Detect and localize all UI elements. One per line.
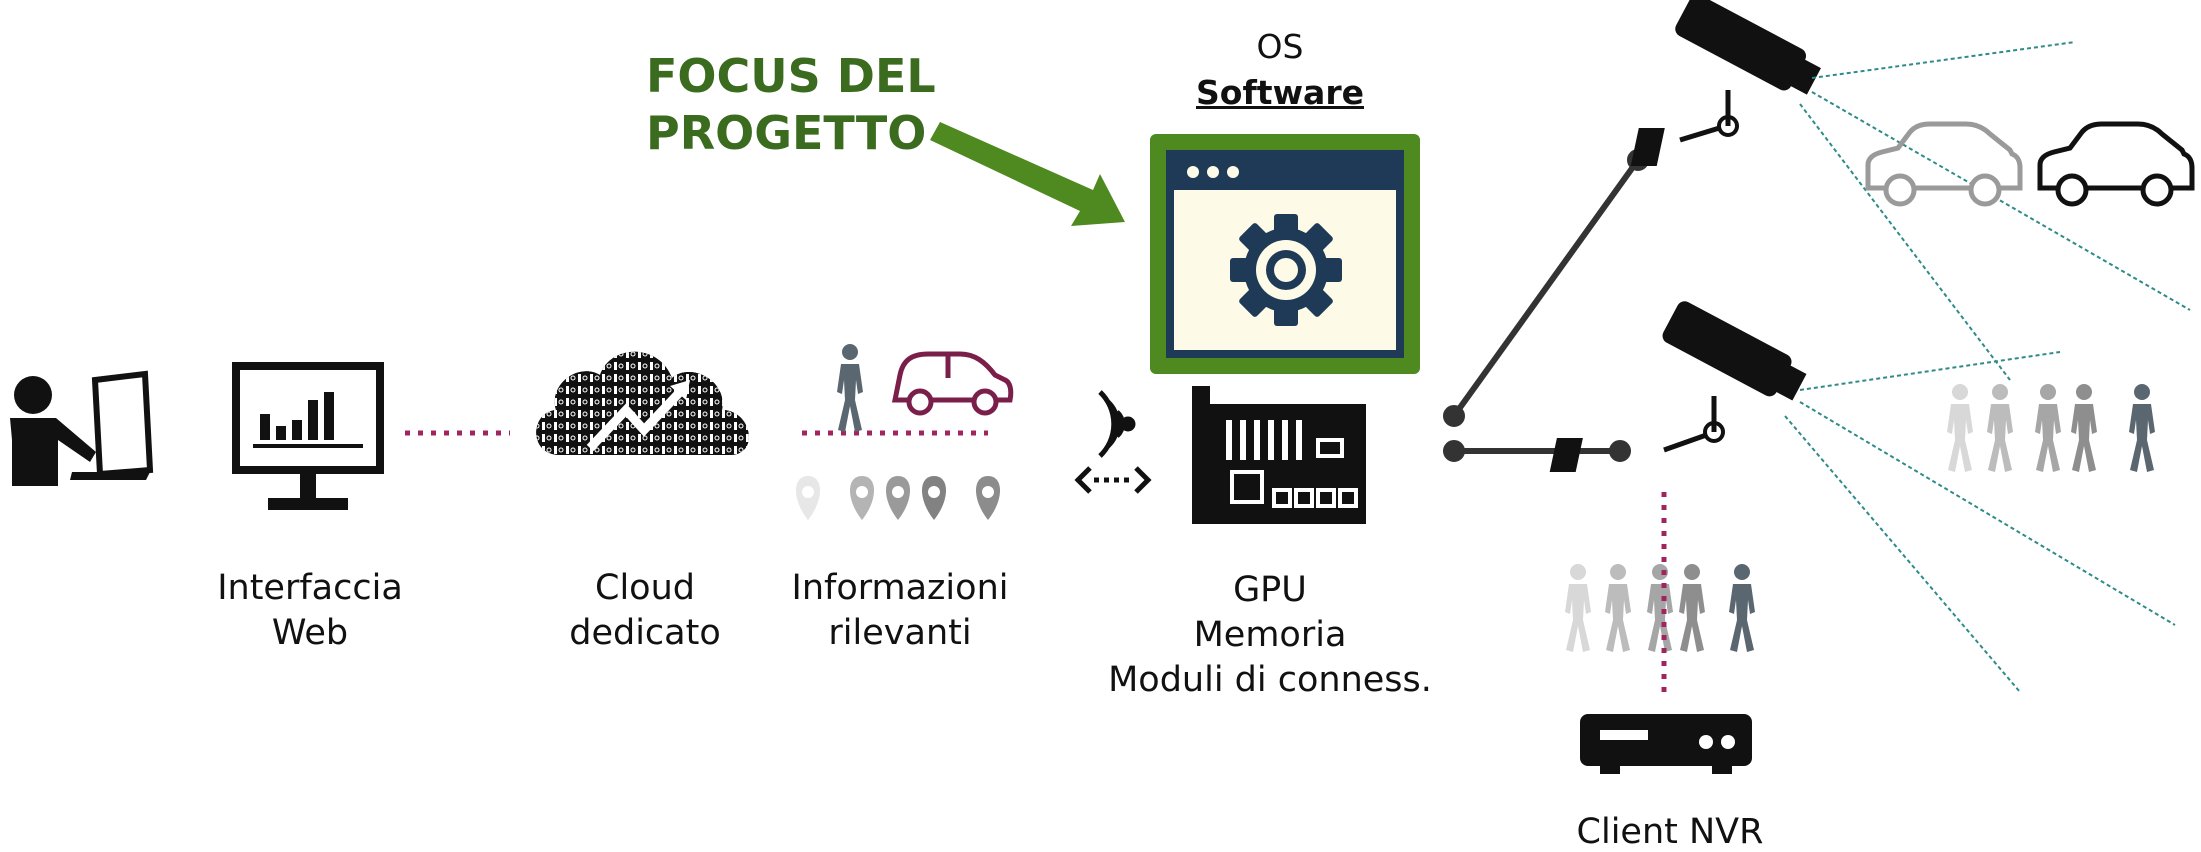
- wireless-transfer-icon: [1074, 390, 1152, 494]
- walking-crowd-icon: [1565, 564, 1755, 652]
- label-line: Informazioni: [791, 568, 1009, 608]
- cctv-camera-icon: [1630, 0, 1821, 166]
- focus-line-1: FOCUS DEL: [646, 49, 936, 103]
- software-text: Software: [1196, 73, 1364, 112]
- label-line: Web: [271, 613, 349, 653]
- walking-crowd-icon: [1947, 384, 2155, 472]
- camera-view-lines: [1784, 41, 2191, 693]
- software-window-gear-icon: [1150, 134, 1420, 374]
- label-hardware: GPU Memoria Moduli di conness.: [1090, 568, 1450, 703]
- car-icon: [891, 351, 1014, 416]
- user-at-computer-icon: [10, 370, 154, 486]
- label-interfaccia-web: Interfaccia Web: [190, 566, 430, 656]
- car-icon: [1865, 121, 2023, 207]
- focus-label: FOCUS DEL PROGETTO: [646, 48, 936, 162]
- os-label: OS Software: [1180, 24, 1380, 116]
- os-text: OS: [1256, 27, 1304, 66]
- cctv-camera-icon: [1549, 301, 1807, 472]
- car-icon: [2037, 121, 2195, 207]
- focus-arrow: [930, 122, 1125, 226]
- label-line: Interfaccia: [217, 568, 403, 608]
- camera-connections: [1443, 149, 1649, 462]
- binary-cloud-icon: [536, 351, 749, 455]
- label-line: Cloud: [595, 568, 695, 608]
- focus-line-2: PROGETTO: [646, 106, 927, 160]
- circuit-board-icon: [1192, 386, 1366, 524]
- label-line: dedicato: [569, 613, 721, 653]
- label-informazioni-rilevanti: Informazioni rilevanti: [780, 566, 1020, 656]
- bar-chart-monitor-icon: [232, 362, 384, 510]
- label-client-nvr: Client NVR: [1576, 812, 1764, 852]
- label-line: GPU: [1233, 570, 1307, 610]
- nvr-recorder-icon: [1580, 714, 1752, 774]
- label-line: rilevanti: [828, 613, 972, 653]
- label-line: Moduli di conness.: [1108, 660, 1432, 700]
- label-line: Memoria: [1193, 615, 1347, 655]
- person-icon: [837, 344, 863, 432]
- label-cloud-dedicato: Cloud dedicato: [525, 566, 765, 656]
- location-pin-icon: [796, 476, 1000, 520]
